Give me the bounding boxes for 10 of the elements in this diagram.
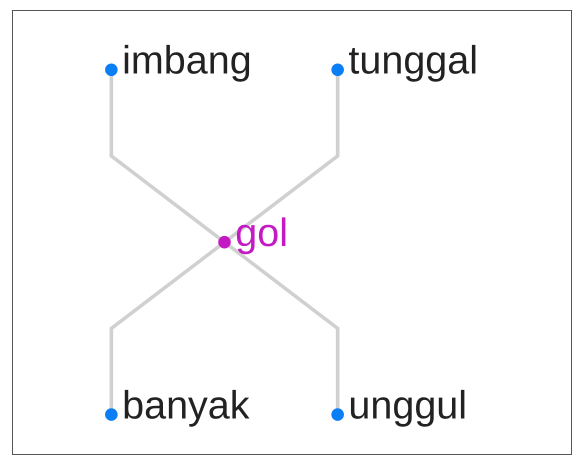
circle-node xyxy=(105,408,118,421)
node-label: imbang xyxy=(122,38,252,83)
circle-node xyxy=(218,236,231,248)
circle-node xyxy=(105,63,118,76)
circle-node xyxy=(331,408,344,421)
circle-node xyxy=(331,63,344,76)
node-label: unggul xyxy=(348,383,468,428)
node-label: tunggal xyxy=(348,38,478,83)
node-label: banyak xyxy=(122,383,250,428)
node-label: gol xyxy=(235,210,288,255)
